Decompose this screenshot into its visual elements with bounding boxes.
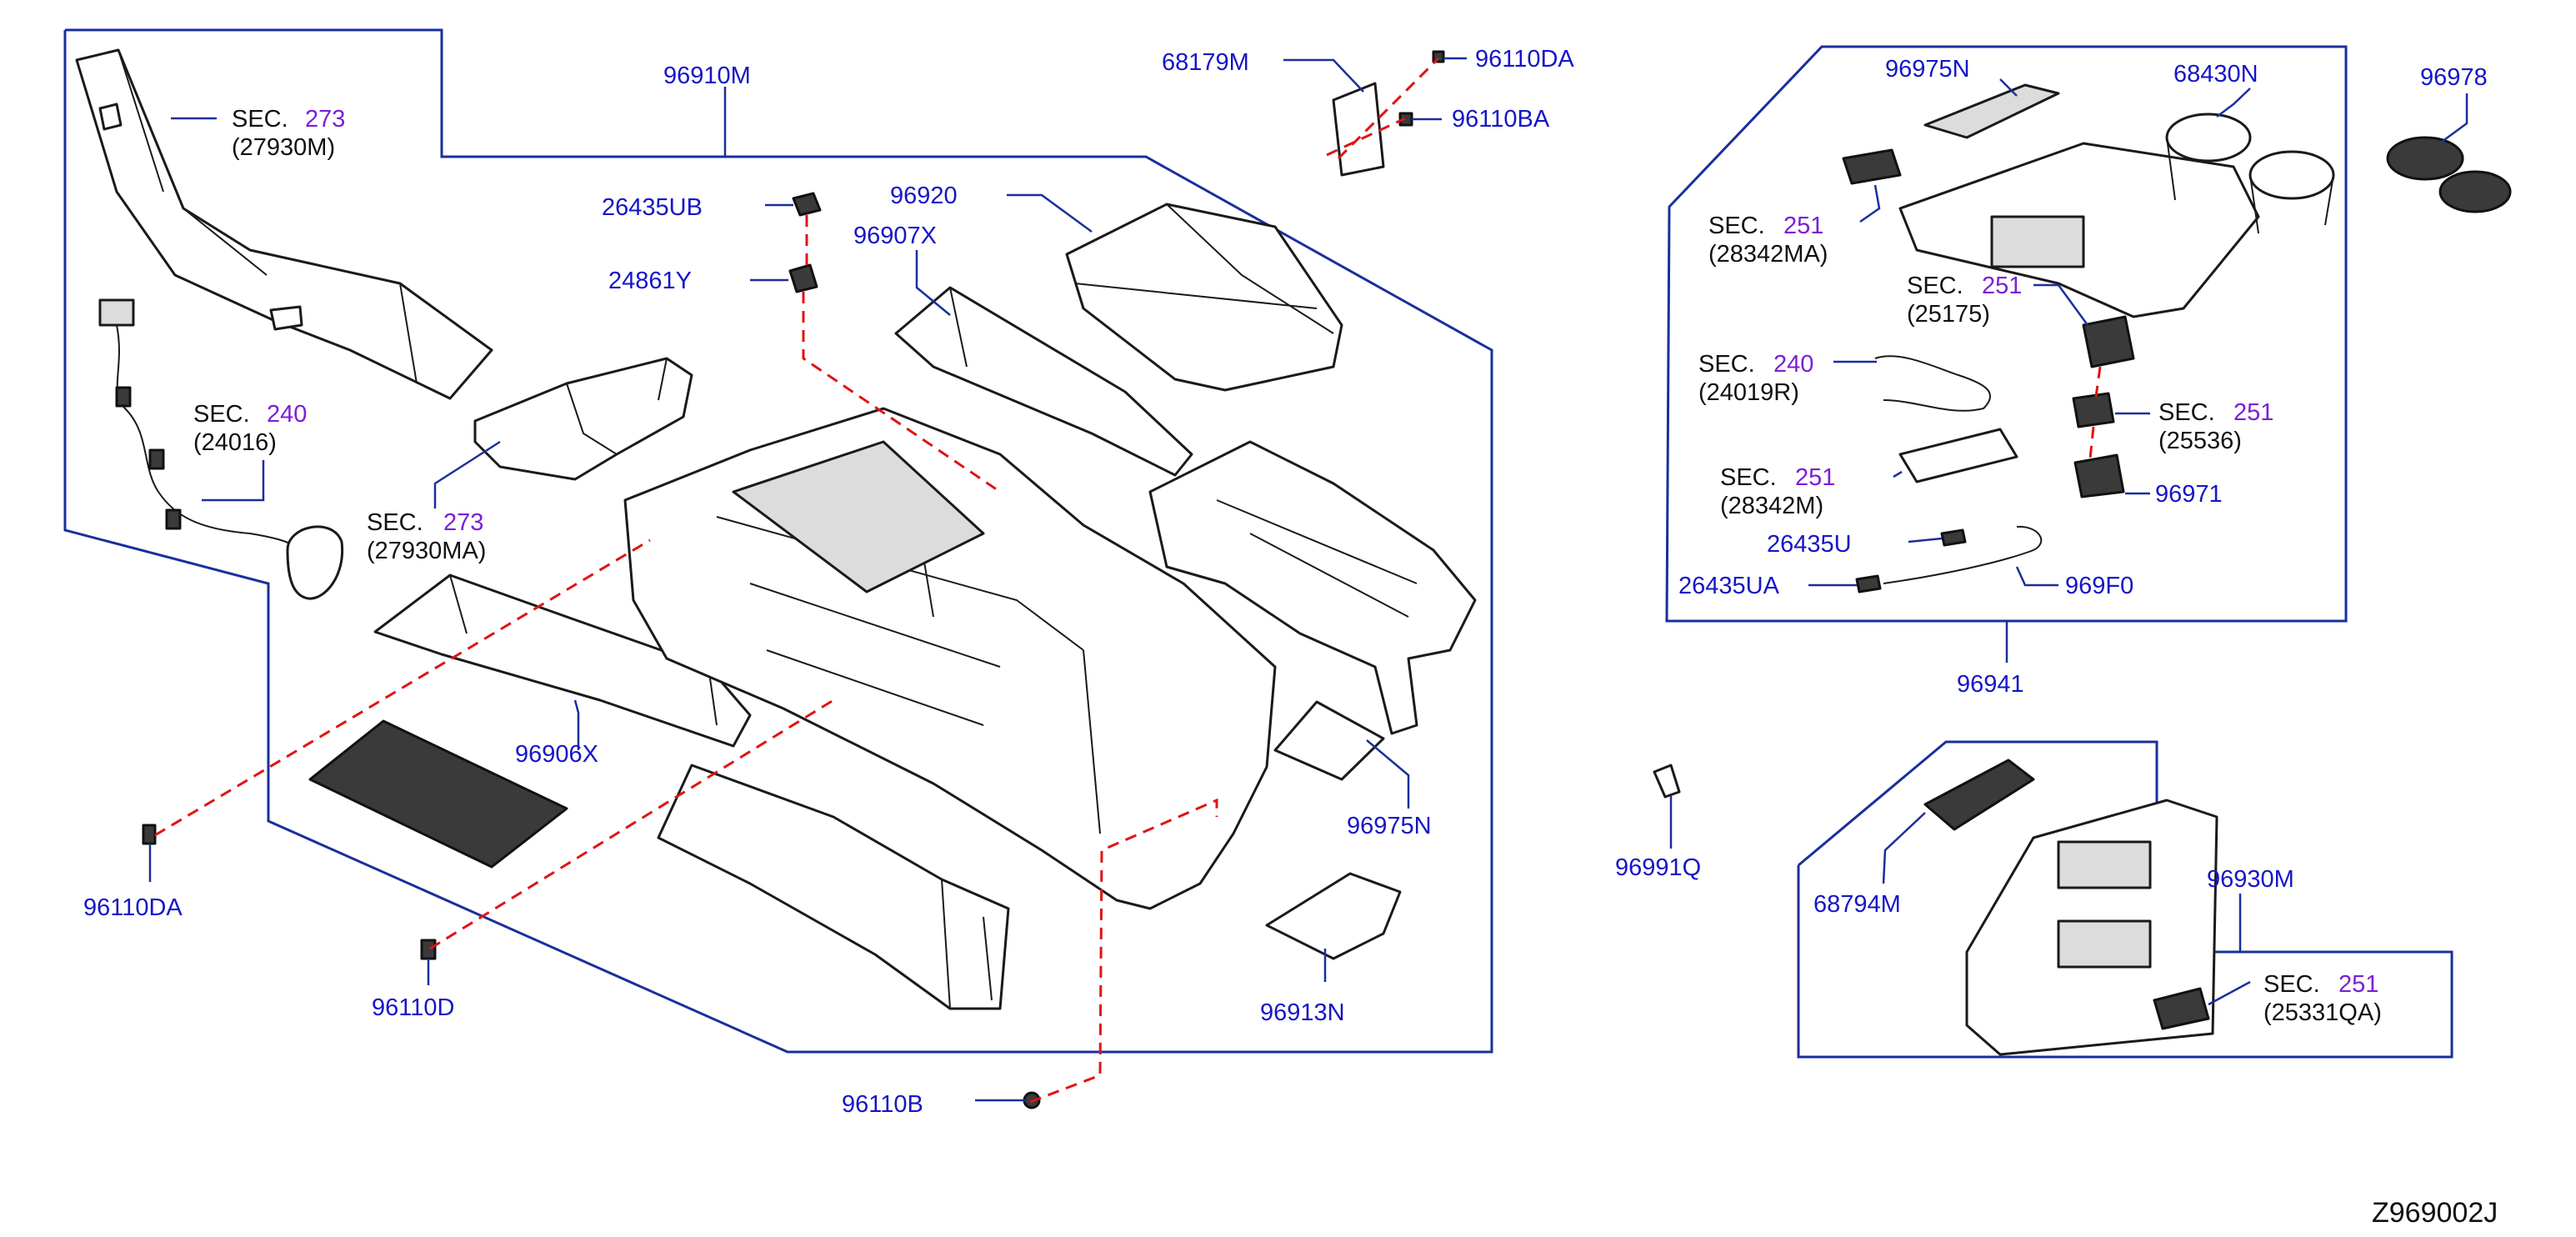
bracket-24861Y-icon: [788, 263, 818, 293]
sec-word: SEC.: [1698, 351, 1755, 378]
leader-lines: [148, 57, 2468, 1102]
callout-68794M: 68794M: [1813, 891, 1901, 918]
sec-sub: (25175): [1907, 301, 1990, 328]
sec-sub: (28342M): [1720, 493, 1823, 519]
usb-unit-25331QA-icon: [2153, 987, 2210, 1030]
sec-num: 240: [1773, 351, 1813, 378]
callout-96907X: 96907X: [853, 223, 937, 249]
sec-ref-27930MA: SEC. 273 (27930MA): [367, 509, 486, 564]
callout-96110DA-top: 96110DA: [1475, 46, 1574, 73]
callout-96930M: 96930M: [2207, 866, 2294, 893]
callout-96941: 96941: [1957, 671, 2024, 698]
cup-holder-finisher-68430N: [1898, 113, 2335, 318]
bracket-96971-icon: [2073, 453, 2125, 498]
callout-96975N-main: 96975N: [1347, 813, 1432, 839]
clip-26435UB-icon: [792, 192, 822, 217]
sec-num: 273: [305, 106, 345, 133]
callout-26435UB: 26435UB: [602, 194, 703, 221]
sec-num: 251: [1795, 464, 1835, 491]
switch-25536-icon: [2072, 392, 2115, 428]
callout-96906X: 96906X: [515, 741, 598, 768]
sec-word: SEC.: [2158, 399, 2215, 426]
console-side-panel: [657, 764, 1010, 1010]
screw-96110DA-bottom-icon: [142, 824, 157, 845]
console-bracket-frame: [1148, 440, 1477, 735]
sec-sub: (27930M): [232, 134, 335, 161]
clip-26435U-icon: [1940, 528, 1967, 547]
sec-ref-28342MA: SEC. 251 (28342MA): [1708, 213, 1828, 268]
cover-96913N: [1265, 872, 1402, 960]
callout-96110BA: 96110BA: [1452, 106, 1550, 133]
callout-969F0: 969F0: [2065, 573, 2133, 599]
sec-ref-25536: SEC. 251 (25536): [2158, 399, 2273, 454]
screw-96110D-icon: [420, 939, 437, 960]
dashed-assembly-lines: [154, 57, 2102, 1104]
sec-ref-28342M: SEC. 251 (28342M): [1720, 464, 1835, 519]
sec-word: SEC.: [367, 509, 423, 536]
switch-25175-icon: [2082, 315, 2135, 368]
callout-96991Q: 96991Q: [1615, 854, 1701, 881]
mat-96978: [2386, 136, 2512, 213]
rear-finisher-96930M: [1965, 799, 2218, 1056]
sec-word: SEC.: [1907, 273, 1963, 299]
callout-96110B: 96110B: [842, 1091, 923, 1118]
sec-ref-25175: SEC. 251 (25175): [1907, 273, 2022, 328]
clip-26435UA-icon: [1855, 574, 1882, 593]
callout-24861Y: 24861Y: [608, 268, 692, 294]
sec-sub: (24019R): [1698, 379, 1799, 406]
main-assembly-frame: [63, 28, 1493, 1054]
unit-28342M: [1898, 428, 2018, 483]
callout-68430N: 68430N: [2173, 61, 2258, 88]
wiring-harness-24016: [98, 298, 344, 600]
callout-96910M: 96910M: [663, 63, 751, 89]
callout-96110D: 96110D: [372, 994, 454, 1021]
sec-sub: (24016): [193, 429, 277, 456]
callout-96971: 96971: [2155, 481, 2223, 508]
callout-96110DA-bottom: 96110DA: [83, 894, 183, 921]
sec-num: 273: [443, 509, 483, 536]
finisher-96975N-top: [1923, 83, 2060, 139]
callout-68179M: 68179M: [1162, 49, 1249, 76]
tray-mat-96975N: [308, 700, 1385, 869]
finisher-96907X: [894, 286, 1193, 477]
sec-ref-27930M: SEC. 273 (27930M): [232, 106, 345, 161]
sec-sub: (27930MA): [367, 538, 486, 564]
rear-vent-assembly-frame: [1797, 740, 2453, 1059]
diagram-id: Z969002J: [2372, 1197, 2498, 1229]
sec-sub: (28342MA): [1708, 241, 1828, 268]
sec-word: SEC.: [2263, 971, 2320, 998]
sec-num: 251: [1982, 273, 2022, 299]
sec-ref-24019R: SEC. 240 (24019R): [1698, 351, 1813, 406]
sec-word: SEC.: [1720, 464, 1777, 491]
sec-word: SEC.: [193, 401, 250, 428]
harness-24019R: [1874, 355, 1992, 412]
rear-air-duct: [75, 48, 493, 400]
sec-word: SEC.: [232, 106, 288, 133]
console-body-96910M: [623, 407, 1277, 910]
sec-num: 251: [2233, 399, 2273, 426]
top-trim-assembly-frame: [1665, 45, 2348, 623]
sec-num: 240: [267, 401, 307, 428]
sec-ref-24016: SEC. 240 (24016): [193, 401, 307, 456]
callout-96978: 96978: [2420, 64, 2488, 91]
armrest-lid-96920: [1065, 203, 1343, 392]
sec-sub: (25536): [2158, 428, 2242, 454]
sec-word: SEC.: [1708, 213, 1765, 239]
callout-26435UA: 26435UA: [1678, 573, 1780, 599]
callout-96913N: 96913N: [1260, 999, 1345, 1026]
console-duct-27930MA: [473, 357, 693, 481]
sec-sub: (25331QA): [2263, 999, 2382, 1026]
callout-96920: 96920: [890, 183, 958, 209]
bracket-96991Q-icon: [1653, 764, 1681, 799]
sec-num: 251: [1783, 213, 1823, 239]
switch-28342MA-icon: [1842, 148, 1902, 185]
callout-96975N-right: 96975N: [1885, 56, 1970, 83]
rear-vent-68794M: [1923, 759, 2035, 831]
hose-969F0: [1883, 525, 2043, 584]
sec-ref-25331QA: SEC. 251 (25331QA): [2263, 971, 2382, 1026]
sec-num: 251: [2338, 971, 2378, 998]
callout-26435U: 26435U: [1767, 531, 1852, 558]
